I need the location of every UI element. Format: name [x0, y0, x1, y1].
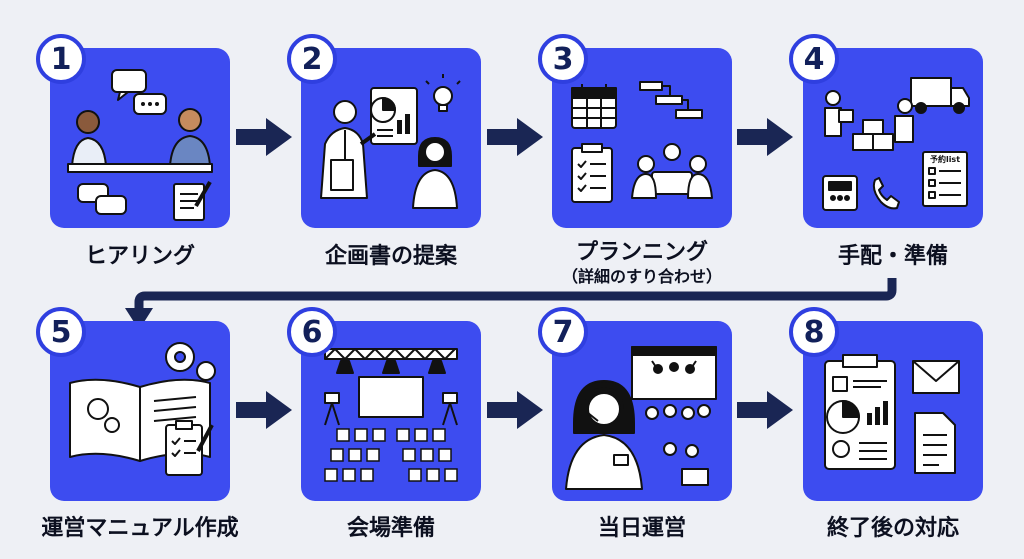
reservation-list-note: 予約list	[930, 154, 960, 164]
follow-up-illustration	[824, 354, 960, 474]
step-6-label: 会場準備	[346, 516, 435, 541]
step-3-sublabel: （詳細のすり合わせ）	[561, 267, 722, 286]
step-5-number: 5	[36, 307, 86, 357]
step-3-label: プランニング	[575, 240, 708, 265]
arrow-6-7	[487, 391, 543, 429]
step-8-number: 8	[789, 307, 839, 357]
arrow-5-6	[236, 391, 292, 429]
step-5-tile	[50, 321, 230, 501]
step-7-number: 7	[538, 307, 588, 357]
proposal-illustration	[320, 74, 461, 209]
step-5-label: 運営マニュアル作成	[41, 516, 239, 541]
step-2-number: 2	[287, 34, 337, 84]
event-day-illustration	[565, 346, 717, 490]
step-4-number: 4	[789, 34, 839, 84]
step-8-label: 終了後の対応	[826, 516, 959, 541]
planning-illustration	[571, 81, 713, 203]
step-8-tile	[803, 321, 983, 501]
arrow-4-5	[125, 278, 897, 330]
step-1-tile	[50, 48, 230, 228]
arrow-1-2	[236, 118, 292, 156]
arrow-7-8	[737, 391, 793, 429]
step-2-label: 企画書の提案	[324, 244, 457, 269]
step-7-tile	[552, 321, 732, 501]
chair-rows	[324, 428, 458, 482]
step-4-tile: 予約list	[803, 48, 983, 228]
arrow-3-4	[737, 118, 793, 156]
step-6-number: 6	[287, 307, 337, 357]
step-4-label: 手配・準備	[837, 244, 948, 269]
step-3-number: 3	[538, 34, 588, 84]
arrow-2-3	[487, 118, 543, 156]
step-3-tile	[552, 48, 732, 228]
venue-illustration	[324, 348, 458, 482]
step-7-label: 当日運営	[597, 516, 686, 541]
manual-illustration	[69, 342, 216, 476]
step-1-number: 1	[36, 34, 86, 84]
step-6-tile	[301, 321, 481, 501]
step-1-label: ヒアリング	[84, 244, 195, 269]
step-2-tile	[301, 48, 481, 228]
arrangement-illustration: 予約list	[822, 77, 970, 211]
hearing-illustration	[67, 69, 213, 221]
